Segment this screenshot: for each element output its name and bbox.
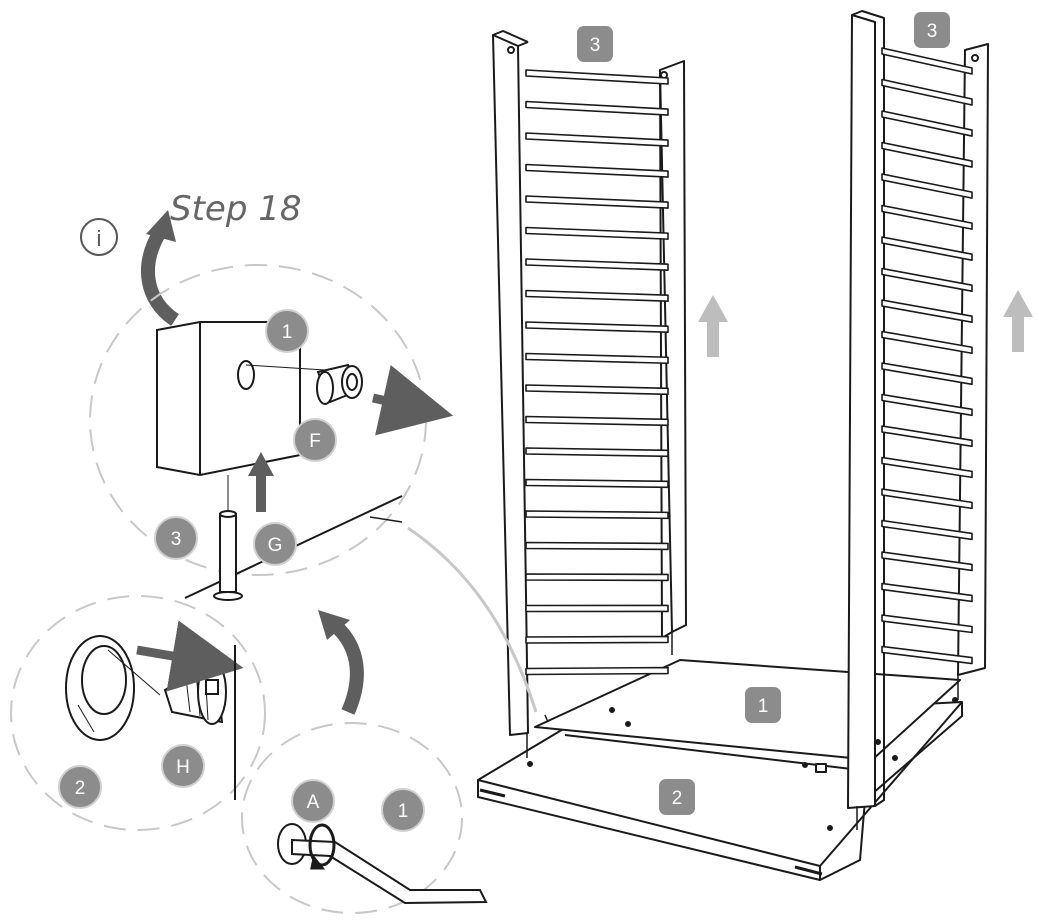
left-slat-7 bbox=[525, 258, 669, 271]
left-slat-10 bbox=[525, 352, 669, 365]
callout-detail-part-h: H bbox=[161, 744, 205, 788]
left-slat-2 bbox=[525, 100, 669, 116]
rotate-arrow-top bbox=[141, 210, 180, 326]
callout-label: F bbox=[309, 431, 321, 452]
right-slat-2 bbox=[881, 78, 973, 106]
right-slat-6 bbox=[881, 204, 973, 230]
left-slat-16 bbox=[525, 541, 669, 551]
left-slat-17 bbox=[525, 573, 669, 582]
left-slat-4 bbox=[525, 163, 669, 178]
info-icon: i bbox=[80, 218, 118, 256]
left-slat-18 bbox=[525, 604, 669, 613]
crib-frame bbox=[477, 10, 989, 881]
right-slat-19 bbox=[881, 614, 973, 634]
callout-detail-part-1b: 1 bbox=[381, 788, 425, 832]
callout-label: 3 bbox=[171, 529, 182, 550]
callout-detail-part-1: 1 bbox=[265, 309, 309, 353]
insert-arrow-right bbox=[372, 365, 454, 436]
right-slat-8 bbox=[881, 267, 973, 292]
left-rail-panel bbox=[492, 30, 687, 758]
left-slat-14 bbox=[525, 478, 669, 489]
left-slat-12 bbox=[525, 415, 669, 427]
left-rail-slats bbox=[525, 69, 669, 676]
svg-text:i: i bbox=[97, 226, 102, 251]
callout-detail-part-2: 2 bbox=[58, 765, 102, 809]
callout-label: G bbox=[268, 535, 283, 556]
insert-arrow-cap bbox=[136, 620, 244, 692]
bushing-part-f bbox=[316, 363, 363, 405]
right-slat-20 bbox=[881, 645, 973, 665]
callout-left-rail-3: 3 bbox=[577, 26, 613, 62]
callout-label: 1 bbox=[282, 322, 293, 343]
wood-block bbox=[156, 321, 326, 510]
peg-part-g bbox=[213, 510, 243, 601]
right-slat-14 bbox=[881, 456, 973, 479]
left-slat-5 bbox=[525, 195, 669, 209]
left-slat-3 bbox=[525, 132, 669, 147]
callout-bottom-panel-2: 2 bbox=[659, 779, 695, 815]
left-slat-1 bbox=[525, 69, 669, 85]
rotate-arrow-bottom bbox=[318, 610, 364, 715]
right-rail-slats bbox=[881, 47, 973, 665]
callout-label: 3 bbox=[590, 35, 601, 56]
callout-label: H bbox=[176, 757, 190, 778]
cover-cap-part-2 bbox=[65, 635, 161, 741]
callout-detail-part-a: A bbox=[291, 779, 335, 823]
right-slat-10 bbox=[881, 330, 973, 355]
right-slat-3 bbox=[881, 110, 973, 137]
lift-arrow-left bbox=[698, 295, 728, 357]
bolt-part-h bbox=[163, 658, 227, 725]
allen-key-part-a bbox=[277, 823, 488, 905]
left-slat-6 bbox=[525, 226, 669, 240]
callout-label: 2 bbox=[672, 788, 683, 809]
left-slat-20 bbox=[525, 666, 669, 676]
detail-leader-line bbox=[407, 526, 538, 713]
right-slat-15 bbox=[881, 488, 973, 510]
callout-label: 1 bbox=[758, 696, 769, 717]
left-slat-9 bbox=[525, 321, 669, 334]
detail-circle-middle bbox=[10, 595, 266, 831]
step-title: Step 18 bbox=[170, 189, 301, 229]
left-slat-15 bbox=[525, 510, 669, 520]
callout-base-panel-1: 1 bbox=[745, 687, 781, 723]
callout-detail-part-3: 3 bbox=[154, 516, 198, 560]
callout-detail-part-f: F bbox=[293, 418, 337, 462]
insert-arrow-up bbox=[248, 452, 274, 512]
lift-arrow-right bbox=[1003, 290, 1033, 352]
callout-label: 3 bbox=[927, 21, 938, 42]
right-slat-12 bbox=[881, 393, 973, 417]
callout-right-rail-3: 3 bbox=[914, 12, 950, 48]
rotate-direction-icon bbox=[308, 823, 336, 870]
right-rail-panel bbox=[847, 10, 989, 830]
left-slat-8 bbox=[525, 289, 669, 302]
right-slat-1 bbox=[881, 47, 973, 75]
detail-circle-bottom bbox=[241, 722, 463, 914]
right-slat-18 bbox=[881, 582, 973, 603]
right-slat-7 bbox=[881, 236, 973, 261]
left-slat-19 bbox=[525, 635, 669, 644]
right-slat-5 bbox=[881, 173, 973, 199]
callout-label: 2 bbox=[75, 778, 86, 799]
callout-detail-part-g: G bbox=[253, 522, 297, 566]
right-slat-9 bbox=[881, 299, 973, 324]
left-slat-11 bbox=[525, 384, 669, 396]
right-slat-11 bbox=[881, 362, 973, 386]
right-slat-17 bbox=[881, 551, 973, 572]
right-slat-16 bbox=[881, 519, 973, 541]
callout-label: A bbox=[307, 792, 320, 813]
left-slat-13 bbox=[525, 447, 669, 458]
right-slat-4 bbox=[881, 141, 973, 168]
right-slat-13 bbox=[881, 425, 973, 448]
callout-label: 1 bbox=[398, 801, 409, 822]
